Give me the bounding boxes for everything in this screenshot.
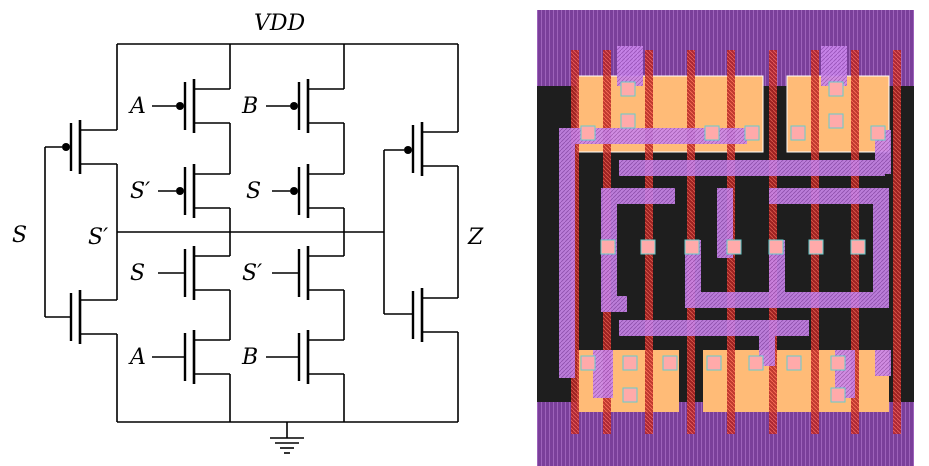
- mux-schematic: VDD S S′ A: [12, 11, 484, 454]
- nmos-s: [158, 246, 230, 300]
- contact-pads: [580, 81, 886, 403]
- output-pmos: [384, 120, 459, 176]
- metal-routing: [559, 46, 891, 398]
- pmos-b-label: B: [241, 94, 258, 119]
- pmos-s-prime-label: S′: [130, 179, 150, 204]
- ground-icon: [270, 422, 304, 454]
- pmos-s: [272, 123, 345, 218]
- nmos-a-label: A: [128, 345, 146, 370]
- pmos-s-prime: [158, 123, 231, 218]
- pmos-s-label: S: [246, 179, 261, 204]
- pmos-a-label: A: [128, 94, 146, 119]
- nmos-s-prime-label: S′: [242, 261, 262, 286]
- z-output-label: Z: [467, 225, 484, 250]
- output-nmos: [384, 288, 459, 422]
- s-input-label: S: [12, 223, 27, 248]
- nmos-s-prime: [272, 246, 344, 300]
- cell-layout: [537, 10, 914, 466]
- nmos-a: [152, 290, 231, 422]
- nmos-s-label: S: [130, 261, 145, 286]
- s-prime-label: S′: [88, 225, 108, 250]
- nmos-b: [266, 290, 345, 422]
- pmos-a: [152, 73, 231, 133]
- vdd-label: VDD: [254, 11, 306, 36]
- inverter-nmos: [45, 290, 118, 422]
- inverter-pmos: [45, 120, 118, 174]
- pmos-b: [266, 73, 345, 133]
- nmos-b-label: B: [241, 345, 258, 370]
